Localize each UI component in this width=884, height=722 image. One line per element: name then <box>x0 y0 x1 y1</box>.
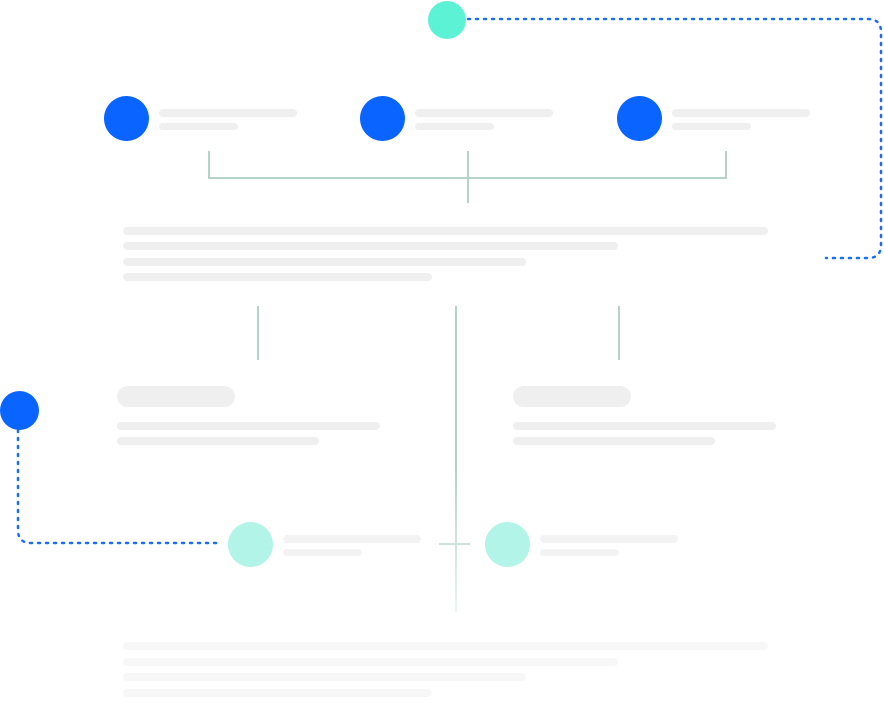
node-title-placeholder <box>283 535 421 543</box>
avatar-circle-icon <box>360 96 405 141</box>
connector-right-card <box>618 306 620 360</box>
connector-center-trunk <box>455 306 457 612</box>
connector-left-card <box>257 306 259 360</box>
card-heading-placeholder <box>117 386 235 407</box>
card-line-placeholder <box>513 422 776 430</box>
avatar-circle-icon <box>228 522 273 567</box>
node-title-placeholder <box>672 109 810 117</box>
text-line-placeholder <box>123 242 618 250</box>
text-line-placeholder <box>123 658 618 666</box>
node-subtitle-placeholder <box>159 123 238 130</box>
dotted-path-top-right <box>466 17 883 260</box>
card-heading-placeholder <box>513 386 631 407</box>
text-line-placeholder <box>123 273 432 281</box>
node-subtitle-placeholder <box>540 549 619 556</box>
text-line-placeholder <box>123 227 768 235</box>
node-subtitle-placeholder <box>283 549 362 556</box>
node-subtitle-placeholder <box>415 123 494 130</box>
card-line-placeholder <box>513 437 715 445</box>
text-line-placeholder <box>123 689 432 697</box>
bracket-bar <box>208 177 727 179</box>
text-line-placeholder <box>123 673 526 681</box>
bracket-left-leg <box>208 151 210 179</box>
connector-bottom-nodes <box>439 543 470 545</box>
card-line-placeholder <box>117 422 380 430</box>
bracket-right-leg <box>725 151 727 179</box>
node-title-placeholder <box>540 535 678 543</box>
dotted-path-bottom-left <box>16 428 218 545</box>
start-node-icon <box>428 1 466 39</box>
end-node-icon <box>0 391 39 430</box>
text-line-placeholder <box>123 258 526 266</box>
avatar-circle-icon <box>485 522 530 567</box>
node-title-placeholder <box>159 109 297 117</box>
avatar-circle-icon <box>617 96 662 141</box>
node-title-placeholder <box>415 109 553 117</box>
card-line-placeholder <box>117 437 319 445</box>
avatar-circle-icon <box>104 96 149 141</box>
text-line-placeholder <box>123 642 768 650</box>
node-subtitle-placeholder <box>672 123 751 130</box>
